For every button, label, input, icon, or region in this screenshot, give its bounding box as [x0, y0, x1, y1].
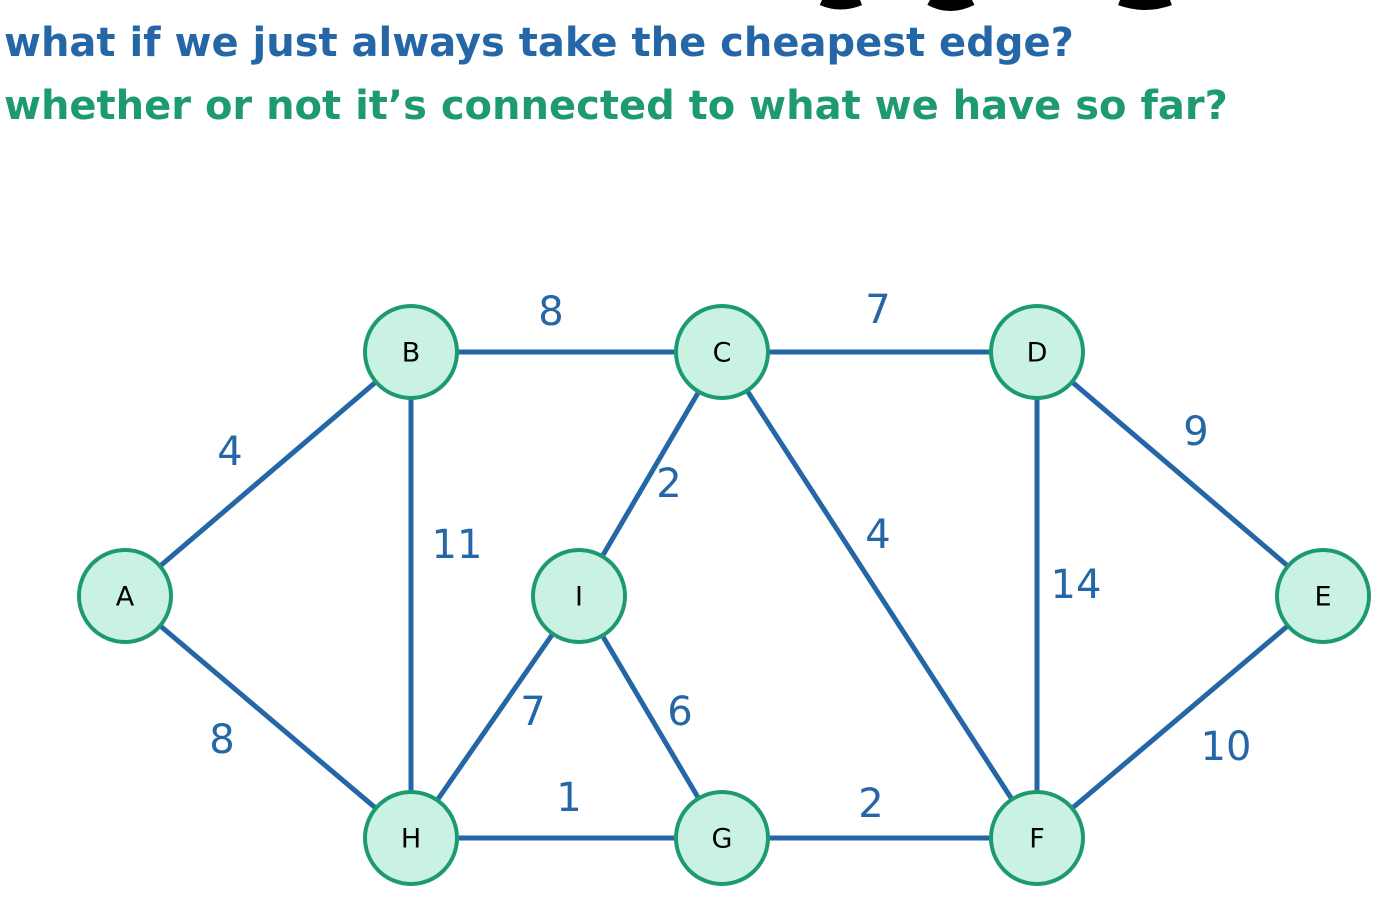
node-circle	[531, 548, 627, 644]
edge-weight-i-g: 6	[667, 689, 692, 735]
subtitle-question-2: whether or not it’s connected to what we…	[4, 83, 1228, 129]
node-h: H	[363, 790, 459, 886]
node-circle	[989, 790, 1085, 886]
node-circle	[363, 790, 459, 886]
node-a: A	[77, 548, 173, 644]
edge-c-f	[719, 350, 1040, 840]
edge-weight-d-e: 9	[1183, 409, 1208, 455]
edge-weight-c-d: 7	[865, 287, 890, 333]
edge-a-b	[123, 350, 413, 598]
edge-weight-d-f: 14	[1051, 562, 1102, 608]
node-d: D	[989, 304, 1085, 400]
edge-weight-b-c: 8	[538, 289, 563, 335]
edges-layer	[123, 349, 1325, 841]
node-label: B	[402, 338, 421, 369]
edge-i-h	[408, 594, 582, 840]
node-label: H	[401, 824, 421, 855]
cut-off-title-strip	[819, 0, 1172, 11]
node-circle	[674, 304, 770, 400]
edge-d-e	[1035, 350, 1325, 598]
node-circle	[363, 304, 459, 400]
node-circle	[77, 548, 173, 644]
node-f: F	[989, 790, 1085, 886]
node-label: I	[575, 582, 583, 613]
node-i: I	[531, 548, 627, 644]
nodes-layer: A B C D E F G H I	[77, 304, 1371, 886]
weights-layer: 4 8 8 11 7 2 4 9 14 10 7 6 1 2	[209, 287, 1251, 827]
edge-weight-a-h: 8	[209, 717, 234, 763]
edge-weight-c-i: 2	[656, 461, 681, 507]
node-label: G	[712, 824, 733, 855]
node-circle	[989, 304, 1085, 400]
edge-weight-g-f: 2	[858, 781, 883, 827]
edge-a-h	[123, 594, 413, 840]
node-e: E	[1275, 548, 1371, 644]
node-g: G	[674, 790, 770, 886]
node-label: D	[1027, 338, 1048, 369]
edge-e-f	[1035, 594, 1325, 840]
node-label: C	[713, 338, 732, 369]
node-b: B	[363, 304, 459, 400]
subtitle-question-1: what if we just always take the cheapest…	[4, 20, 1074, 66]
node-c: C	[674, 304, 770, 400]
node-circle	[1275, 548, 1371, 644]
edge-weight-i-h: 7	[520, 689, 545, 735]
cut-off-title-fragment	[1118, 0, 1172, 10]
node-label: A	[116, 582, 135, 613]
edge-weight-a-b: 4	[217, 429, 242, 475]
edge-weight-e-f: 10	[1201, 724, 1252, 770]
edge-weight-c-f: 4	[865, 512, 890, 558]
edge-weight-b-h: 11	[432, 522, 483, 568]
edge-weight-h-g: 1	[556, 775, 581, 821]
node-label: F	[1029, 824, 1045, 855]
cut-off-title-fragment	[819, 0, 863, 10]
node-circle	[674, 790, 770, 886]
node-label: E	[1314, 582, 1331, 613]
cut-off-title-fragment	[927, 0, 975, 11]
